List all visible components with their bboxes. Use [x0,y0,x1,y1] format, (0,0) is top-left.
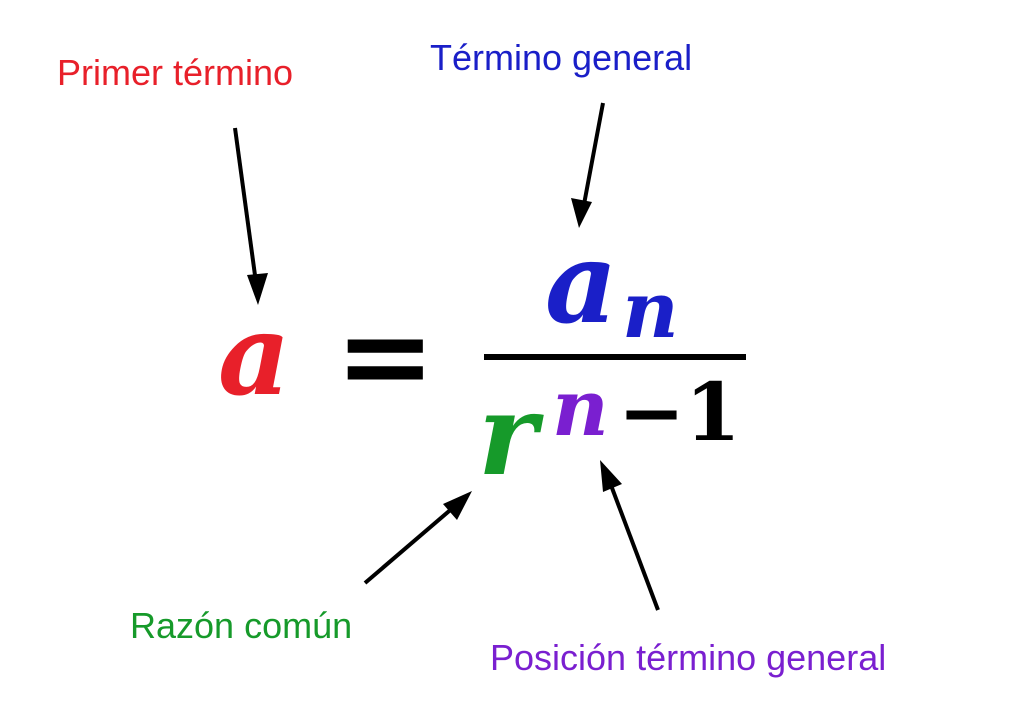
fraction-bar [484,354,746,360]
first-term-symbol: a [218,290,291,421]
label-first-term: Primer término [57,52,294,93]
arrowhead-general-term [571,198,592,228]
arrow-general-term [580,102,605,216]
equals-sign: = [335,285,436,426]
exponent-minus-one: −1 [618,365,741,459]
arrow-common-ratio [363,498,464,585]
arrowhead-common-ratio [443,491,472,520]
label-general-term: Término general [430,37,693,78]
exponent-variable: n [552,363,609,454]
general-term-base: a [545,218,618,349]
arrow-position [604,471,660,611]
arrow-first-term [233,127,259,291]
arrowhead-position [600,460,622,492]
general-term-subscript: n [622,265,679,356]
arrowhead-first-term [247,273,268,305]
common-ratio-symbol: r [478,370,538,501]
label-common-ratio: Razón común [130,605,353,646]
label-position: Posición término general [490,637,887,678]
